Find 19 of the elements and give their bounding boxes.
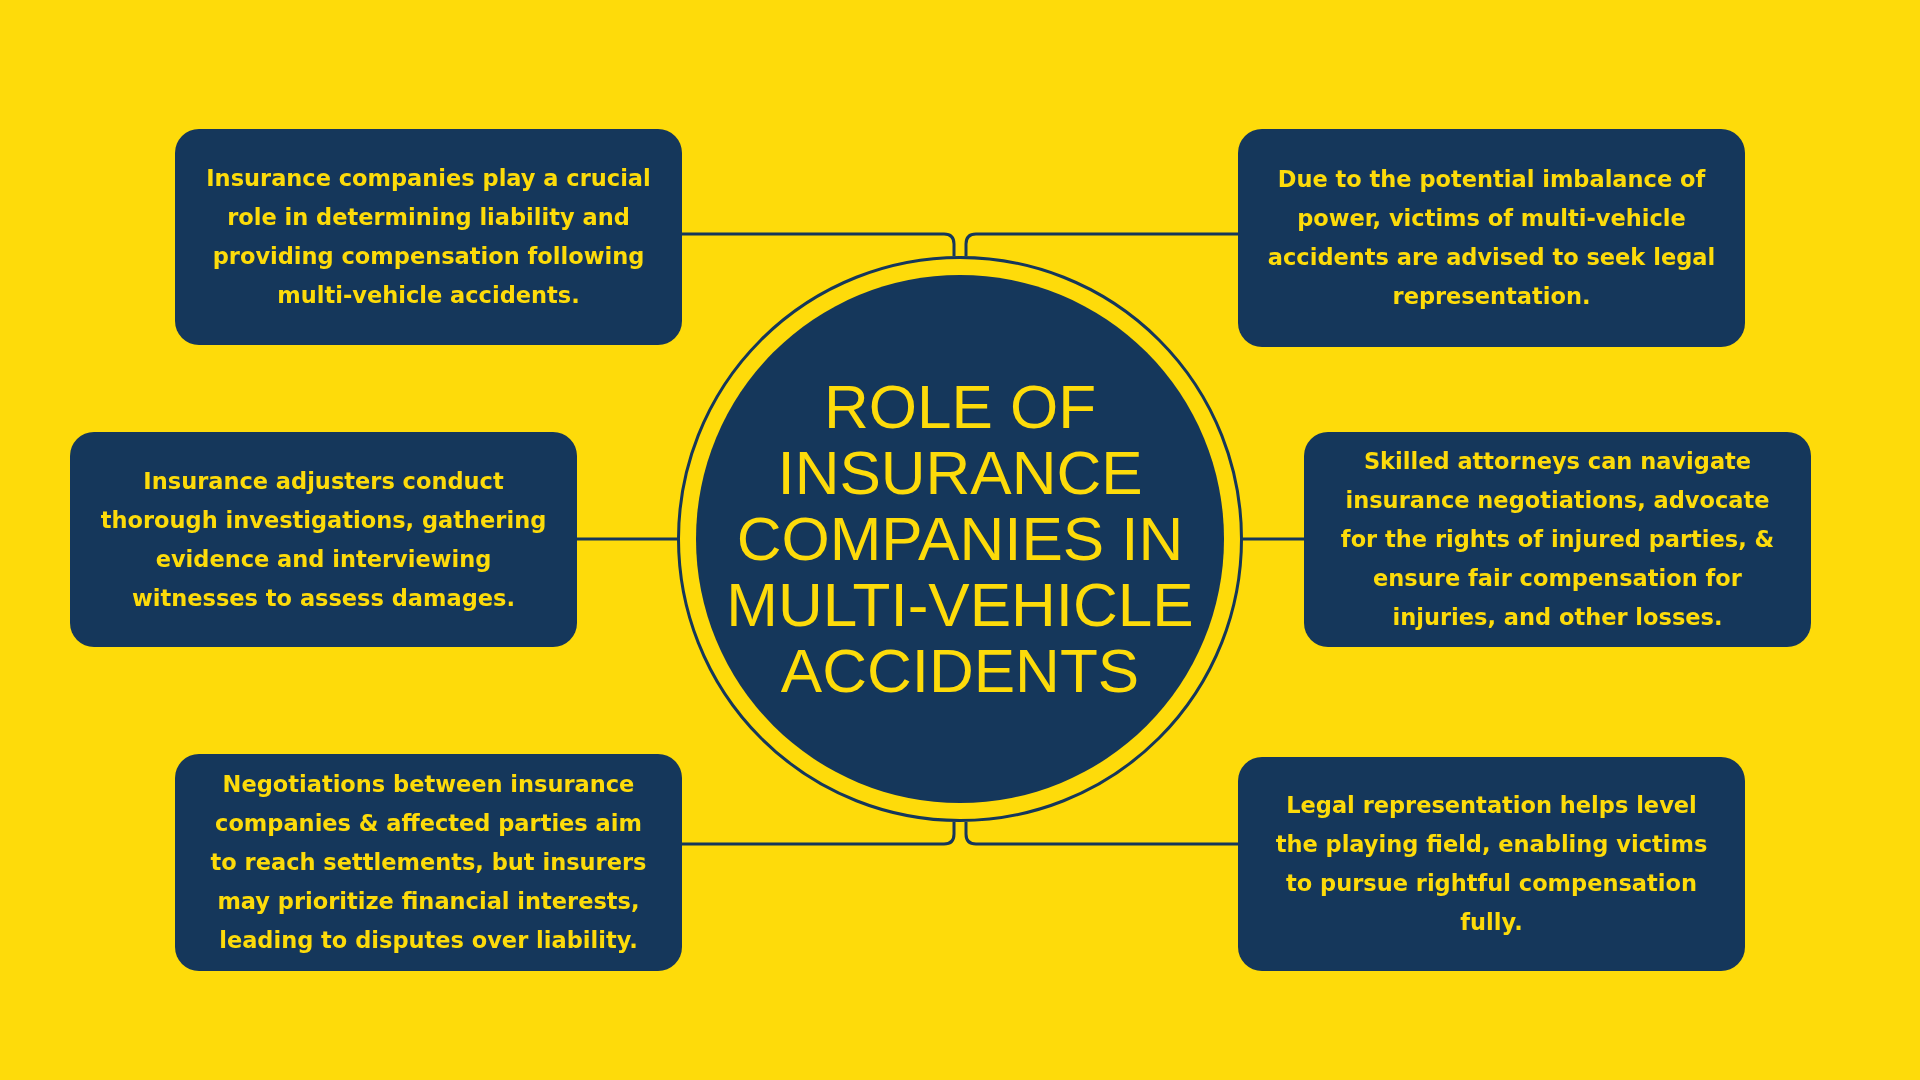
card-text: Insurance companies play a crucial role in determining liability and providing compensation following multi-vehicle accidents. [205,164,652,310]
connector-line [577,537,677,541]
connector-line [964,822,1238,846]
connector-line [682,822,956,846]
title-text: ROLE OF INSURANCE COMPANIES IN MULTI-VEHICLE ACCIDENTS [725,374,1195,704]
card-text: Due to the potential imbalance of power, victims of multi-vehicle accidents are advised to seek legal representation. [1266,165,1717,311]
connector-line [964,232,1238,256]
text-card [70,432,577,647]
text-card [175,129,682,345]
text-card [1304,432,1811,647]
card-text: Skilled attorneys can navigate insurance negotiations, advocate for the rights of injured parties, & ensure fair compensation for injuries, and other losses. [1339,447,1776,632]
text-card [1238,757,1745,971]
connector-line [682,232,956,256]
card-text: Negotiations between insurance companies & affected parties aim to reach settlements, but insurers may prioritize financial interests, leading to disputes over liability. [209,770,648,955]
card-text: Legal representation helps level the playing field, enabling victims to pursue rightful compensation fully. [1274,791,1709,937]
text-card [1238,129,1745,347]
card-text: Insurance adjusters conduct thorough investigations, gathering evidence and interviewing witnesses to assess damages. [99,466,548,613]
connector-line [1243,537,1304,541]
text-card [175,754,682,971]
